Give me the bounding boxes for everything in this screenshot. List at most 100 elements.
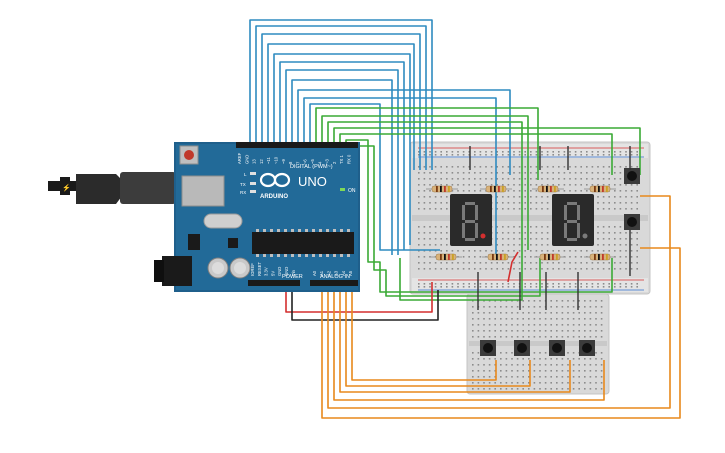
resistor (534, 253, 566, 261)
wire-green (321, 115, 529, 250)
power-jack (162, 256, 192, 286)
wire-red (507, 251, 519, 283)
pin-label: ~3 (325, 159, 330, 164)
pin-label: ~5 (310, 159, 315, 164)
pin-label: GND (284, 267, 289, 276)
wire-red (285, 282, 433, 313)
push-button[interactable] (579, 340, 595, 356)
analog-header (310, 280, 358, 286)
led-label-l: L (244, 172, 247, 177)
wire-blue (261, 33, 421, 170)
resistor (584, 253, 616, 261)
wire-blue (285, 69, 399, 255)
digital-label: DIGITAL (PWM~) (290, 164, 333, 170)
arduino-uno-board: ARDUINO UNO DIGITAL (PWM~) POWER ANALOG … (154, 142, 360, 292)
pin-label: AREF (237, 152, 242, 164)
pin-label: IOREF (250, 263, 255, 276)
push-button[interactable] (480, 340, 496, 356)
pin-label: ~9 (281, 159, 286, 164)
wire-orange (339, 284, 571, 393)
resistor (482, 253, 514, 261)
arduino-brand: ARDUINO (260, 194, 288, 200)
wires-orange (321, 195, 681, 419)
wire-green (327, 121, 523, 301)
wire-green (339, 133, 613, 175)
resistor (532, 185, 564, 193)
seven-segment-display-right (552, 194, 594, 246)
segment (577, 223, 580, 238)
segment (567, 202, 577, 205)
wire-blue (303, 97, 497, 255)
push-button[interactable] (549, 340, 565, 356)
pin-label: ~10 (274, 156, 279, 164)
usb-cable: ⚡ (48, 172, 188, 204)
resistor (480, 185, 512, 193)
push-button[interactable] (624, 168, 640, 184)
wire-blue (297, 89, 511, 175)
pin-label: Vin (291, 269, 296, 276)
pin-label: 2 (332, 161, 337, 164)
push-button[interactable] (624, 214, 640, 230)
segment (465, 238, 475, 241)
pin-label: A5 (348, 270, 353, 276)
wire-blue (279, 61, 405, 250)
wire-orange (345, 284, 531, 387)
breadboard-main (409, 141, 651, 295)
segment (462, 205, 465, 220)
model-label: UNO (298, 174, 327, 189)
on-label: ON (348, 188, 356, 194)
pin-label: 8 (288, 161, 293, 164)
pin-label: 13 (252, 159, 257, 164)
wire-blue (309, 103, 440, 251)
pin-label: 5V (270, 271, 275, 276)
pin-label: A2 (326, 270, 331, 276)
resistor (584, 185, 616, 193)
segment (567, 220, 577, 223)
push-button[interactable] (514, 340, 530, 356)
pin-label: 3.3V (264, 267, 269, 276)
pin-label: TX 1 (339, 154, 344, 164)
resistors (426, 185, 616, 261)
segment (465, 220, 475, 223)
power-label: POWER (282, 274, 303, 280)
segment (475, 205, 478, 220)
segment (564, 223, 567, 238)
pin-label: RESET (257, 262, 262, 276)
wire-blue (267, 43, 415, 170)
wire-orange (351, 284, 497, 381)
push-buttons-small-board (480, 340, 595, 356)
wire-blue (291, 79, 393, 255)
regulator-chip (188, 234, 200, 250)
pin-label: A1 (319, 270, 324, 276)
pin-label: GND (244, 155, 249, 164)
pin-label: A3 (334, 270, 339, 276)
resistor (430, 253, 462, 261)
segment (567, 238, 577, 241)
analog-label: ANALOG IN (320, 274, 350, 280)
segment (564, 205, 567, 220)
led-label-tx: TX (240, 182, 246, 187)
pin-label: RX 0 (347, 154, 352, 164)
segment (577, 205, 580, 220)
segment (465, 202, 475, 205)
wire-orange (321, 247, 681, 419)
arduino-logo (259, 172, 291, 188)
push-buttons-main-board (624, 168, 640, 230)
pin-label: ~11 (266, 157, 271, 164)
segment (475, 223, 478, 238)
wire-blue (273, 53, 411, 245)
wire-green (333, 127, 641, 175)
pin-label: ~6 (303, 159, 308, 164)
pin-label: 4 (317, 161, 322, 164)
pin-label: A4 (341, 270, 346, 276)
microcontroller-chip (252, 232, 354, 254)
pin-label: 12 (259, 159, 264, 164)
segment (462, 223, 465, 238)
usb-port (181, 175, 225, 207)
jumpers-dark (469, 146, 631, 310)
resistor (426, 185, 458, 193)
crystal (203, 213, 243, 229)
pin-label: A0 (312, 270, 317, 276)
wire-blue (249, 19, 433, 170)
